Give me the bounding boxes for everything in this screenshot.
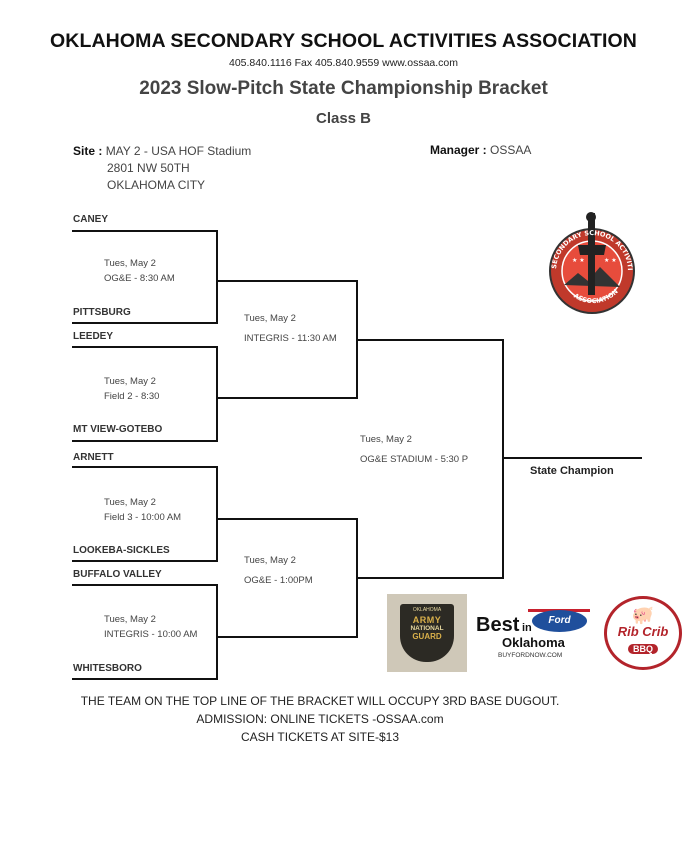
game-detail: INTEGRIS - 10:00 AM xyxy=(104,629,198,640)
team-lookeba-sickles: LOOKEBA-SICKLES xyxy=(73,545,170,556)
game-detail: Field 2 - 8:30 xyxy=(104,391,160,402)
game-detail: INTEGRIS - 11:30 AM xyxy=(244,333,337,344)
guard-line2: NATIONAL xyxy=(410,625,444,632)
rib-crib-bbq-logo: 🐖 Rib Crib BBQ xyxy=(604,596,682,670)
bracket-line xyxy=(218,518,358,520)
ribcrib-bbq: BBQ xyxy=(628,644,658,654)
team-caney: CANEY xyxy=(73,214,109,225)
pig-icon: 🐖 xyxy=(631,605,655,625)
game-day: Tues, May 2 xyxy=(360,434,412,445)
game-info: Tues, May 2 INTEGRIS - 11:30 AM xyxy=(244,311,337,346)
bracket-line xyxy=(218,280,358,282)
game-day: Tues, May 2 xyxy=(244,555,296,566)
bracket-line xyxy=(216,584,218,680)
ford-in: in xyxy=(522,622,532,634)
state-champion-label: State Champion xyxy=(530,465,614,477)
site-line3: OKLAHOMA CITY xyxy=(107,178,206,192)
ford-url: BUYFORDNOW.COM xyxy=(498,652,563,659)
site-info: Site : MAY 2 - USA HOF Stadium 2801 NW 5… xyxy=(73,143,251,194)
manager-value: OSSAA xyxy=(490,143,532,157)
bracket-line xyxy=(72,322,218,324)
team-leedey: LEEDEY xyxy=(73,331,114,342)
bracket-line xyxy=(358,577,504,579)
site-line2: 2801 NW 50TH xyxy=(107,161,190,175)
ribcrib-name: Rib Crib xyxy=(617,624,669,639)
team-whitesboro: WHITESBORO xyxy=(73,663,142,674)
bracket-line xyxy=(216,230,218,324)
svg-text:★ ★: ★ ★ xyxy=(572,257,585,264)
guard-line1: ARMY xyxy=(412,615,442,625)
game-day: Tues, May 2 xyxy=(104,376,156,387)
game-day: Tues, May 2 xyxy=(104,497,156,508)
bracket-line xyxy=(72,678,218,680)
game-info: Tues, May 2 Field 2 - 8:30 xyxy=(104,374,159,404)
game-info: Tues, May 2 Field 3 - 10:00 AM xyxy=(104,495,181,525)
bracket-line xyxy=(72,584,218,586)
game-day: Tues, May 2 xyxy=(104,258,156,269)
game-day: Tues, May 2 xyxy=(244,313,296,324)
contact-info: 405.840.1116 Fax 405.840.9559 www.ossaa.… xyxy=(228,57,459,69)
team-pittsburg: PITTSBURG xyxy=(73,307,131,318)
team-buffalo-valley: BUFFALO VALLEY xyxy=(73,569,162,580)
manager-info: Manager : OSSAA xyxy=(430,143,531,157)
site-label: Site : xyxy=(73,144,103,158)
bracket-line xyxy=(72,440,218,442)
game-detail: OG&E - 1:00PM xyxy=(244,575,313,586)
manager-label: Manager : xyxy=(430,143,487,157)
bracket-line xyxy=(216,466,218,562)
bracket-line xyxy=(216,346,218,442)
ford-oklahoma: Oklahoma xyxy=(502,635,565,650)
bracket-line xyxy=(72,466,218,468)
org-name: OKLAHOMA SECONDARY SCHOOL ACTIVITIES ASS… xyxy=(50,30,637,52)
bracket-line xyxy=(356,280,358,399)
game-day: Tues, May 2 xyxy=(104,614,156,625)
footer-admission: ADMISSION: ONLINE TICKETS -OSSAA.com xyxy=(196,712,444,726)
game-detail: OG&E - 8:30 AM xyxy=(104,273,175,284)
bracket-line xyxy=(72,230,218,232)
svg-text:★ ★: ★ ★ xyxy=(604,257,617,264)
final-game-info: Tues, May 2 OG&E STADIUM - 5:30 P xyxy=(360,432,468,467)
ossaa-seal-logo: ★ ★ ★ ★ SECONDARY SCHOOL ACTIVITIES ASSO… xyxy=(546,201,636,319)
bracket-line xyxy=(358,339,504,341)
ford-oval: Ford xyxy=(532,610,587,632)
team-mt-view-gotebo: MT VIEW-GOTEBO xyxy=(73,424,163,435)
bracket-line xyxy=(218,636,358,638)
bracket-line xyxy=(72,560,218,562)
guard-top: OKLAHOMA xyxy=(412,607,442,613)
site-line1: MAY 2 - USA HOF Stadium xyxy=(105,144,252,158)
footer-dugout-note: THE TEAM ON THE TOP LINE OF THE BRACKET … xyxy=(80,694,560,708)
team-arnett: ARNETT xyxy=(73,452,114,463)
game-info: Tues, May 2 INTEGRIS - 10:00 AM xyxy=(104,612,197,642)
bracket-line xyxy=(72,346,218,348)
game-detail: Field 3 - 10:00 AM xyxy=(104,512,182,523)
bracket-line xyxy=(218,397,358,399)
game-detail: OG&E STADIUM - 5:30 P xyxy=(360,454,469,465)
best-in-oklahoma-ford-logo: Best Ford in Oklahoma BUYFORDNOW.COM xyxy=(476,608,594,663)
national-guard-logo: OKLAHOMA ARMY NATIONAL GUARD xyxy=(387,594,467,672)
bracket-line xyxy=(502,339,504,579)
game-info: Tues, May 2 OG&E - 1:00PM xyxy=(244,553,313,588)
ford-best: Best xyxy=(476,614,520,636)
game-info: Tues, May 2 OG&E - 8:30 AM xyxy=(104,256,175,286)
class-label: Class B xyxy=(315,110,372,127)
footer-cash-tickets: CASH TICKETS AT SITE-$13 xyxy=(240,730,400,744)
bracket-title: 2023 Slow-Pitch State Championship Brack… xyxy=(139,78,548,99)
guard-line3: GUARD xyxy=(412,632,442,641)
champion-line xyxy=(504,457,642,459)
bracket-line xyxy=(356,518,358,638)
